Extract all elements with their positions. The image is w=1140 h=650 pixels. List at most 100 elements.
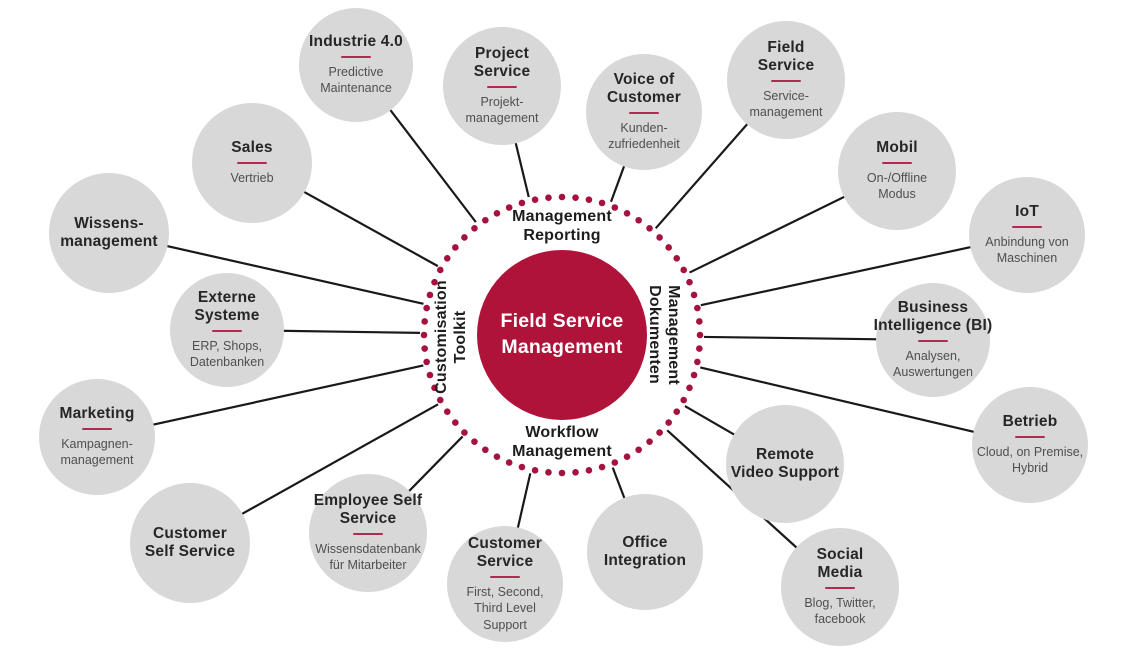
dotted-ring — [420, 193, 704, 477]
node-title: Mobil — [876, 139, 918, 157]
node-wissensmanagement: Wissens- management — [49, 173, 169, 293]
ring-dot — [421, 345, 428, 352]
ring-dot — [545, 469, 552, 476]
ring-dot — [558, 193, 566, 201]
ring-dot — [423, 358, 430, 366]
ring-dot — [585, 467, 593, 474]
ring-dot — [482, 216, 489, 224]
node-title: Industrie 4.0 — [309, 33, 403, 51]
node-divider — [237, 162, 267, 165]
node-title: Customer Service — [468, 534, 542, 570]
ring-dot — [452, 419, 459, 426]
node-title: Social Media — [816, 546, 864, 581]
node-business-intelligence: Business Intelligence (BI)Analysen, Ausw… — [874, 283, 992, 397]
ring-dot — [598, 199, 606, 207]
ring-dot — [471, 225, 478, 232]
ring-dot — [426, 371, 434, 379]
ring-label-customisation-toolkit: Customisation Toolkit — [433, 280, 469, 394]
ring-dot — [690, 291, 698, 299]
node-title: IoT — [1015, 203, 1039, 221]
ring-dot — [665, 244, 672, 251]
ring-dot — [531, 467, 539, 474]
node-subtitle: Projekt- management — [465, 94, 539, 126]
node-title: Externe Systeme — [194, 289, 260, 324]
ring-dot — [585, 196, 593, 203]
ring-dot — [461, 234, 468, 241]
ring-dot — [646, 438, 653, 445]
ring-dot — [518, 463, 526, 471]
ring-dot — [421, 318, 428, 325]
ring-dot — [426, 291, 434, 299]
node-divider — [1015, 435, 1045, 438]
ring-label-dokumenten-management: Dokumenten Management — [646, 285, 682, 385]
ring-dot — [558, 469, 566, 477]
ring-dot — [436, 266, 444, 274]
node-divider — [882, 161, 912, 164]
node-title: Field Service — [757, 39, 815, 74]
ring-dot — [623, 209, 631, 217]
ring-dot — [572, 469, 579, 476]
ring-dot — [686, 278, 693, 286]
node-subtitle: Cloud, on Premise, Hybrid — [976, 444, 1084, 476]
ring-dot — [690, 371, 698, 379]
node-divider — [918, 339, 948, 342]
ring-dot — [420, 331, 428, 339]
ring-dot — [673, 255, 681, 262]
node-divider — [771, 79, 801, 82]
node-divider — [487, 85, 517, 88]
node-divider — [212, 329, 242, 332]
node-title: Sales — [231, 139, 273, 157]
node-divider — [1012, 225, 1042, 228]
ring-dot — [493, 209, 501, 217]
ring-label-management-reporting: Management Reporting — [512, 208, 612, 244]
node-office-integration: Office Integration — [587, 494, 703, 610]
ring-dot — [598, 463, 606, 471]
ring-label-workflow-management: Workflow Management — [512, 424, 612, 460]
node-divider — [82, 427, 112, 430]
ring-dot — [680, 266, 688, 274]
ring-dot — [452, 244, 459, 251]
node-title: Project Service — [473, 45, 531, 80]
ring-dot — [686, 384, 693, 392]
ring-dot — [423, 304, 430, 312]
ring-dot — [696, 331, 704, 339]
ring-dot — [696, 318, 703, 325]
node-subtitle: Predictive Maintenance — [320, 64, 392, 96]
ring-dot — [656, 429, 663, 436]
node-subtitle: On-/Offline Modus — [866, 170, 928, 202]
ring-dot — [656, 234, 663, 241]
ring-dot — [635, 446, 642, 454]
node-subtitle: ERP, Shops, Datenbanken — [189, 338, 265, 370]
node-remote-video-support: Remote Video Support — [726, 405, 844, 523]
ring-dot — [545, 194, 552, 201]
node-divider — [629, 111, 659, 114]
ring-dot — [431, 384, 438, 392]
node-divider — [353, 532, 383, 535]
ring-dot — [431, 278, 438, 286]
node-title: Wissens- management — [60, 215, 158, 250]
ring-dot — [646, 225, 653, 232]
ring-dot — [623, 453, 631, 461]
ring-dot — [518, 199, 526, 207]
node-subtitle: Service- management — [749, 88, 823, 120]
ring-dot — [696, 345, 703, 352]
ring-dot — [531, 196, 539, 203]
node-divider — [825, 586, 855, 589]
node-subtitle: Wissensdatenbank für Mitarbeiter — [315, 541, 421, 573]
node-title: Betrieb — [1002, 413, 1058, 431]
ring-dot — [694, 304, 701, 312]
center-circle: Field Service Management — [477, 250, 647, 420]
node-title: Voice of Customer — [607, 71, 681, 106]
ring-dot — [665, 419, 672, 426]
